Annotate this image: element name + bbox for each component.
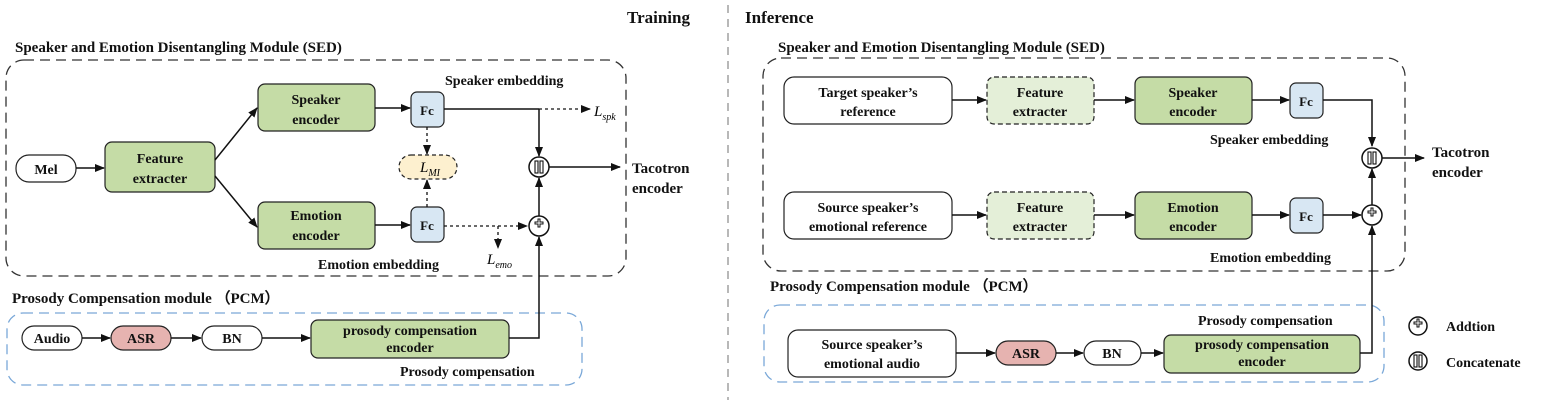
speaker-encoder-inf-label-2: encoder — [1169, 105, 1216, 120]
arrow-feature-to-emotion — [214, 175, 258, 228]
arrow-pce-inf-to-add — [1360, 225, 1376, 354]
fc-top-inf-label: Fc — [1299, 94, 1313, 109]
inference-pcm-frame — [763, 304, 1385, 383]
concatenate-icon-inference — [1361, 147, 1383, 169]
training-pcm-frame — [6, 312, 583, 386]
prosody-compensation-label-inference: Prosody compensation — [1198, 314, 1333, 329]
pce-inf-label-2: encoder — [1238, 355, 1285, 370]
tacotron-label-1: Tacotron — [632, 161, 690, 177]
spk-loss-label: Lspk — [593, 104, 616, 123]
feature-extracter-top-label-1: Feature — [1017, 86, 1063, 101]
asr-inf-label: ASR — [1012, 347, 1041, 362]
training-pcm-title: Prosody Compensation module （PCM） — [12, 289, 280, 307]
inference-header: Inference — [745, 8, 814, 27]
tacotron-inf-label-1: Tacotron — [1432, 145, 1490, 161]
pce-inf-box — [1163, 334, 1361, 374]
mel-label: Mel — [34, 163, 57, 178]
feature-extracter-bottom-label-1: Feature — [1017, 201, 1063, 216]
arrow-pce-to-add — [509, 236, 543, 339]
inference-pcm-title: Prosody Compensation module （PCM） — [770, 277, 1038, 295]
concatenate-icon-training — [528, 156, 550, 178]
mi-loss-label: LMI — [419, 160, 441, 179]
speaker-encoder-label-1: Speaker — [292, 93, 341, 108]
training-sed-title: Speaker and Emotion Disentangling Module… — [15, 40, 342, 56]
training-header: Training — [627, 8, 690, 27]
legend-concatenate-icon — [1408, 351, 1428, 371]
pce-box — [310, 319, 510, 359]
arrow-feature-to-speaker — [214, 107, 258, 161]
pce-label-1: prosody compensation — [343, 324, 477, 339]
prosody-compensation-label-training: Prosody compensation — [400, 365, 535, 380]
source-reference-label-2: emotional reference — [809, 220, 927, 235]
emo-loss-label: Lemo — [486, 252, 512, 271]
inference-sed-frame — [762, 57, 1406, 272]
target-reference-label-1: Target speaker’s — [818, 86, 918, 101]
feature-extracter-label-2: extracter — [133, 172, 187, 187]
fc-bottom-label: Fc — [420, 218, 434, 233]
audio-label: Audio — [34, 332, 71, 347]
target-reference-label-2: reference — [840, 105, 895, 120]
tacotron-label-2: encoder — [632, 181, 683, 197]
pce-label-2: encoder — [386, 341, 433, 356]
addition-icon-training — [528, 215, 550, 237]
source-reference-label-1: Source speaker’s — [818, 201, 920, 216]
emotion-embedding-inf-label: Emotion embedding — [1210, 251, 1331, 266]
fc-top-label: Fc — [420, 103, 434, 118]
mi-loss-box — [398, 154, 458, 180]
inference-sed-title: Speaker and Emotion Disentangling Module… — [778, 40, 1105, 56]
bn-label: BN — [222, 332, 241, 347]
tacotron-inf-label-2: encoder — [1432, 165, 1483, 181]
fc-bottom-inf-label: Fc — [1299, 209, 1313, 224]
legend-concatenate-label: Concatenate — [1446, 356, 1521, 371]
bn-inf-label: BN — [1102, 347, 1121, 362]
emotion-encoder-label-2: encoder — [292, 229, 339, 244]
training-sed-frame — [5, 59, 627, 277]
source-audio-label-2: emotional audio — [824, 357, 920, 372]
speaker-encoder-inf-label-1: Speaker — [1169, 86, 1218, 101]
feature-extracter-box — [104, 141, 216, 193]
source-audio-label-1: Source speaker’s — [822, 338, 924, 353]
feature-extracter-top-label-2: extracter — [1013, 105, 1067, 120]
emotion-encoder-inf-label-2: encoder — [1169, 220, 1216, 235]
feature-extracter-label-1: Feature — [137, 152, 183, 167]
legend-addition-icon — [1408, 316, 1428, 336]
pce-inf-label-1: prosody compensation — [1195, 338, 1329, 353]
emotion-embedding-label: Emotion embedding — [318, 258, 439, 273]
emotion-encoder-label-1: Emotion — [290, 209, 342, 224]
feature-extracter-bottom-label-2: extracter — [1013, 220, 1067, 235]
addition-icon-inference — [1361, 204, 1383, 226]
asr-label: ASR — [127, 332, 156, 347]
speaker-embedding-inf-label: Speaker embedding — [1210, 133, 1328, 148]
speaker-encoder-label-2: encoder — [292, 113, 339, 128]
arrow-fc-top-inf-to-concat — [1323, 99, 1376, 147]
legend-addition-label: Addtion — [1446, 320, 1495, 335]
emotion-encoder-inf-label-1: Emotion — [1167, 201, 1219, 216]
speaker-embedding-label: Speaker embedding — [445, 74, 563, 89]
